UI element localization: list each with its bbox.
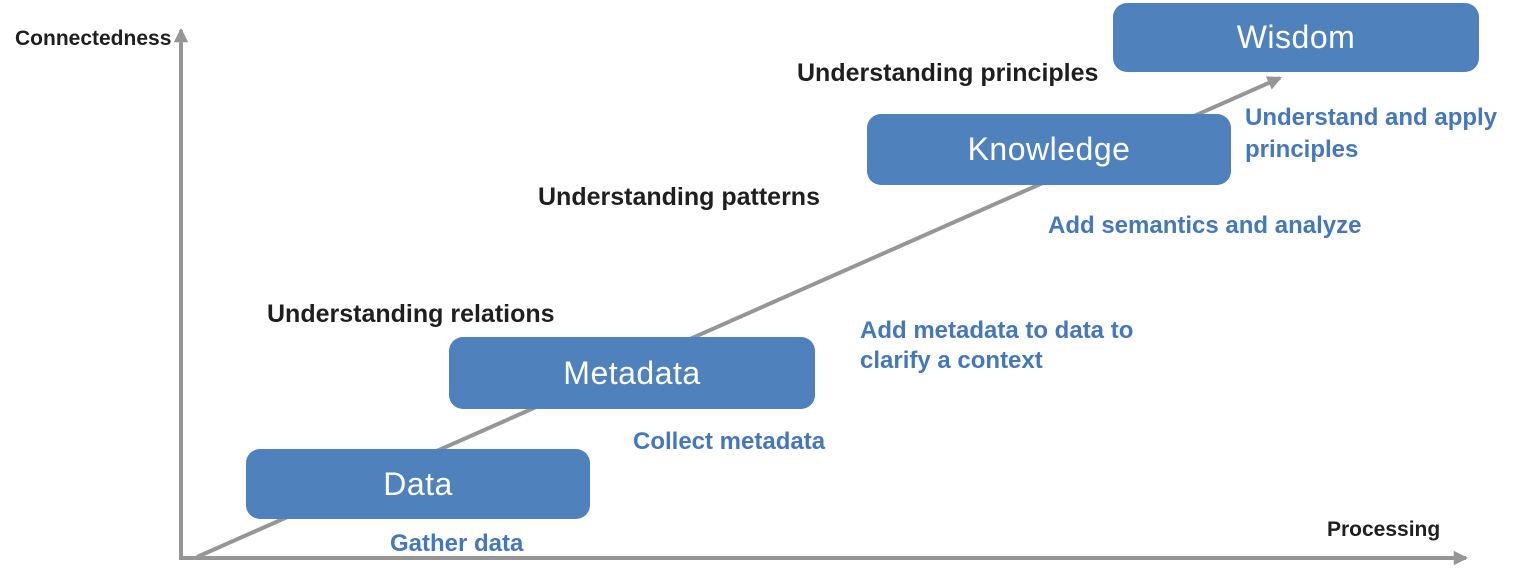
- action-label-add-metadata: Add metadata to data to clarify a contex…: [860, 317, 1134, 374]
- x-axis-label: Processing: [1327, 518, 1441, 541]
- wisdom-box-label: Wisdom: [1236, 19, 1356, 55]
- knowledge-box: Knowledge: [867, 114, 1231, 185]
- action-label-gather-data: Gather data: [390, 530, 524, 557]
- action-label-add-semantics: Add semantics and analyze: [1048, 212, 1362, 239]
- metadata-box-label: Metadata: [563, 354, 701, 391]
- action-label-collect-metadata: Collect metadata: [633, 428, 826, 455]
- stage-label-understanding-patterns: Understanding patterns: [538, 183, 820, 211]
- data-box-label: Data: [383, 465, 453, 502]
- stage-label-understanding-relations: Understanding relations: [267, 300, 555, 328]
- action-label-understand-apply-principles: Understand and apply principles: [1245, 104, 1498, 163]
- data-box: Data: [246, 449, 590, 519]
- knowledge-box-label: Knowledge: [967, 131, 1131, 167]
- y-axis-label: Connectedness: [15, 27, 172, 50]
- wisdom-box: Wisdom: [1113, 3, 1479, 72]
- stage-label-understanding-principles: Understanding principles: [797, 59, 1099, 87]
- metadata-box: Metadata: [449, 337, 815, 409]
